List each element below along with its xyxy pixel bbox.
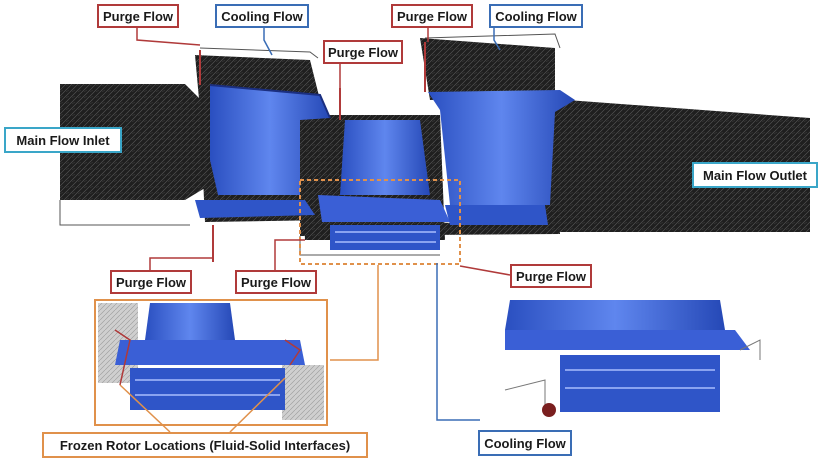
main-flow-outlet-label: Main Flow Outlet: [692, 162, 818, 188]
purge-flow-label-bottom-2: Purge Flow: [235, 270, 317, 294]
rotor-blade: [318, 120, 450, 250]
rotor-zoom-region: [299, 179, 461, 265]
frozen-rotor-label: Frozen Rotor Locations (Fluid-Solid Inte…: [42, 432, 368, 458]
right-zoom-inset: [504, 300, 761, 420]
second-stator-vane: [428, 90, 575, 225]
cooling-flow-label-top-1: Cooling Flow: [215, 4, 309, 28]
frozen-rotor-pointers: [119, 377, 286, 433]
cooling-flow-label-top-2: Cooling Flow: [489, 4, 583, 28]
left-zoom-inset: [94, 299, 328, 426]
main-flow-inlet-label: Main Flow Inlet: [4, 127, 122, 153]
purge-flow-label-top-3: Purge Flow: [391, 4, 473, 28]
purge-flow-label-top-1: Purge Flow: [97, 4, 179, 28]
purge-slots: [199, 42, 426, 262]
purge-flow-label-bottom-3: Purge Flow: [510, 264, 592, 288]
cooling-flow-label-bottom: Cooling Flow: [478, 430, 572, 456]
stator-vane: [195, 84, 331, 218]
purge-flow-label-top-2: Purge Flow: [323, 40, 403, 64]
purge-flow-label-bottom-1: Purge Flow: [110, 270, 192, 294]
leader-lines: [136, 28, 511, 421]
